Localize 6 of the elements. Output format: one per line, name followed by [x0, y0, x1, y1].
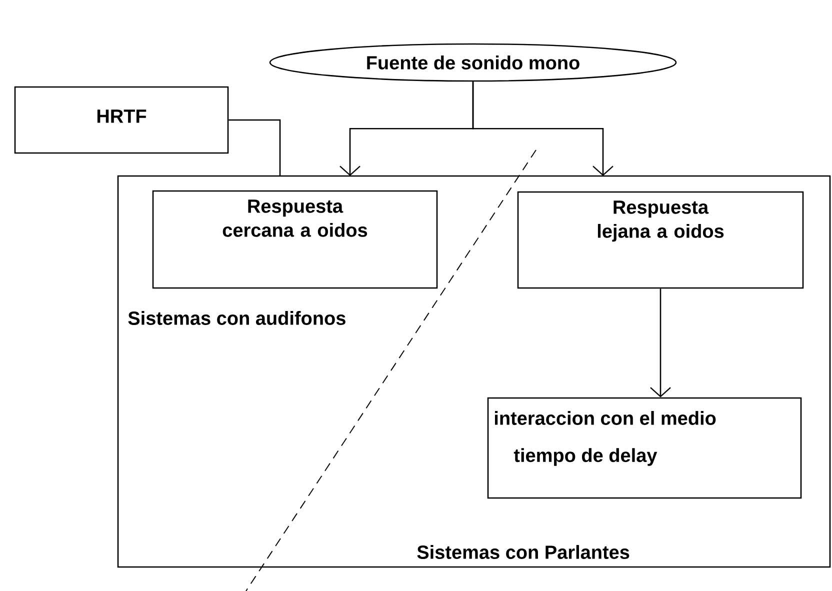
process-box: HRTF	[14, 86, 229, 154]
connector-arrow	[472, 82, 614, 176]
process-box: Respuesta cercana a oidos	[152, 190, 438, 289]
connector-arrow	[650, 288, 671, 398]
process-box: interaccion con el medio tiempo de delay	[487, 397, 802, 499]
process-box: Respuesta lejana a oidos	[517, 191, 804, 289]
